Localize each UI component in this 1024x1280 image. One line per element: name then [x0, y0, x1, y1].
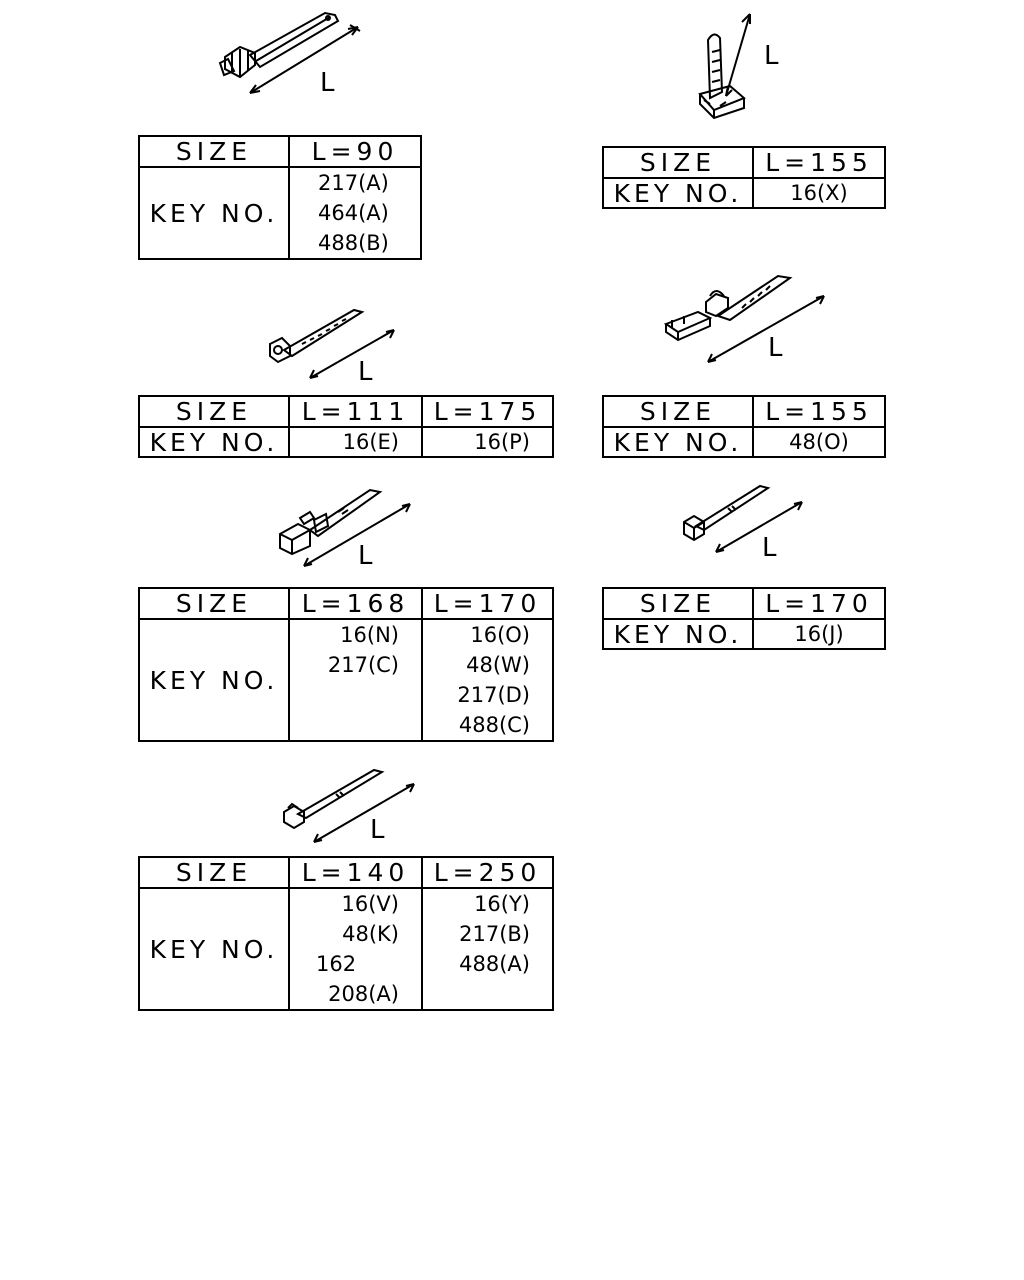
- dimension-label: L: [764, 41, 779, 71]
- size-label: SIZE: [138, 587, 290, 620]
- key-label: KEY NO.: [138, 618, 290, 742]
- size-row: SIZE L=168 L=170: [138, 587, 554, 620]
- clip-tie-drawing: L: [279, 488, 411, 571]
- dimension-label: L: [358, 541, 373, 571]
- key-label: KEY NO.: [138, 887, 290, 1011]
- clip-tie-illustration-6: L: [680, 478, 810, 563]
- key-value: 162: [316, 952, 357, 976]
- clip-tie-illustration-3: L: [262, 300, 412, 387]
- size-value: L=175: [421, 395, 554, 428]
- size-value: L=170: [752, 587, 886, 620]
- key-values: 16(V) 48(K) 162 208(A): [288, 887, 423, 1011]
- key-value: 208(A): [328, 982, 399, 1006]
- size-label: SIZE: [602, 395, 754, 428]
- key-value: 16(Y): [474, 892, 530, 916]
- key-value: 16(E): [288, 426, 423, 458]
- key-value: 217(C): [327, 653, 399, 677]
- size-row: SIZE L=170: [602, 587, 886, 620]
- size-table-6: SIZE L=170 KEY NO. 16(J): [602, 587, 886, 650]
- clip-tie-illustration-1: L: [210, 5, 380, 105]
- size-label: SIZE: [138, 135, 290, 168]
- clip-tie-drawing: L: [269, 308, 395, 387]
- clip-tie-illustration-7: L: [278, 762, 423, 847]
- size-table-7: SIZE L=140 L=250 KEY NO. 16(V) 48(K) 162…: [138, 856, 554, 1011]
- size-table-1: SIZE L=90 KEY NO. 217(A) 464(A) 488(B): [138, 135, 422, 260]
- size-value: L=111: [288, 395, 423, 428]
- size-row: SIZE L=90: [138, 135, 422, 168]
- size-value: L=170: [421, 587, 554, 620]
- size-value: L=140: [288, 856, 423, 889]
- key-value: 488(B): [318, 231, 389, 255]
- size-value: L=250: [421, 856, 554, 889]
- key-value: 48(O): [752, 426, 886, 458]
- key-label: KEY NO.: [138, 166, 290, 260]
- key-values: 16(N) 217(C): [288, 618, 423, 742]
- size-row: SIZE L=140 L=250: [138, 856, 554, 889]
- size-row: SIZE L=111 L=175: [138, 395, 554, 428]
- size-row: SIZE L=155: [602, 146, 886, 179]
- key-value: 48(W): [466, 653, 530, 677]
- size-label: SIZE: [138, 856, 290, 889]
- size-label: SIZE: [602, 146, 754, 179]
- key-row: KEY NO. 16(X): [602, 177, 886, 209]
- key-value: 217(B): [459, 922, 530, 946]
- dimension-label: L: [320, 68, 335, 98]
- key-label: KEY NO.: [602, 618, 754, 650]
- key-value: 48(K): [342, 922, 399, 946]
- size-row: SIZE L=155: [602, 395, 886, 428]
- key-row: KEY NO. 16(J): [602, 618, 886, 650]
- size-value: L=90: [288, 135, 422, 168]
- size-table-2: SIZE L=155 KEY NO. 16(X): [602, 146, 886, 209]
- size-value: L=155: [752, 146, 886, 179]
- size-table-4: SIZE L=155 KEY NO. 48(O): [602, 395, 886, 458]
- dimension-label: L: [762, 533, 777, 563]
- key-value: 16(N): [340, 623, 399, 647]
- key-row: KEY NO. 16(V) 48(K) 162 208(A) 16(Y) 217…: [138, 887, 554, 1011]
- key-value: 16(J): [752, 618, 886, 650]
- size-label: SIZE: [138, 395, 290, 428]
- size-value: L=168: [288, 587, 423, 620]
- key-value: 16(V): [341, 892, 399, 916]
- size-table-3: SIZE L=111 L=175 KEY NO. 16(E) 16(P): [138, 395, 554, 458]
- clip-tie-drawing: L: [218, 11, 361, 98]
- clip-tie-illustration-2: L: [690, 12, 800, 127]
- key-value: 16(X): [752, 177, 886, 209]
- clip-tie-illustration-5: L: [270, 478, 420, 578]
- key-value: 464(A): [318, 201, 389, 225]
- key-value: 488(C): [458, 713, 530, 737]
- size-label: SIZE: [602, 587, 754, 620]
- clip-tie-drawing: L: [283, 768, 415, 845]
- key-values: 16(O) 48(W) 217(D) 488(C): [421, 618, 554, 742]
- clip-tie-illustration-4: L: [658, 268, 833, 368]
- key-value: 217(A): [318, 171, 389, 195]
- size-table-5: SIZE L=168 L=170 KEY NO. 16(N) 217(C) 16…: [138, 587, 554, 742]
- key-values: 217(A) 464(A) 488(B): [288, 166, 422, 260]
- key-label: KEY NO.: [602, 426, 754, 458]
- key-value: 488(A): [459, 952, 530, 976]
- key-label: KEY NO.: [602, 177, 754, 209]
- key-row: KEY NO. 16(E) 16(P): [138, 426, 554, 458]
- key-row: KEY NO. 48(O): [602, 426, 886, 458]
- dimension-label: L: [358, 357, 373, 387]
- key-value: 16(O): [470, 623, 530, 647]
- key-values: 16(Y) 217(B) 488(A): [421, 887, 554, 1011]
- key-row: KEY NO. 217(A) 464(A) 488(B): [138, 166, 422, 260]
- clip-tie-drawing: L: [663, 274, 825, 363]
- size-value: L=155: [752, 395, 886, 428]
- key-value: 217(D): [457, 683, 530, 707]
- clip-tie-drawing: L: [683, 484, 803, 563]
- key-label: KEY NO.: [138, 426, 290, 458]
- key-row: KEY NO. 16(N) 217(C) 16(O) 48(W) 217(D) …: [138, 618, 554, 742]
- key-value: 16(P): [421, 426, 554, 458]
- dimension-label: L: [370, 815, 385, 845]
- dimension-label: L: [768, 333, 783, 363]
- clip-tie-drawing: L: [698, 13, 779, 120]
